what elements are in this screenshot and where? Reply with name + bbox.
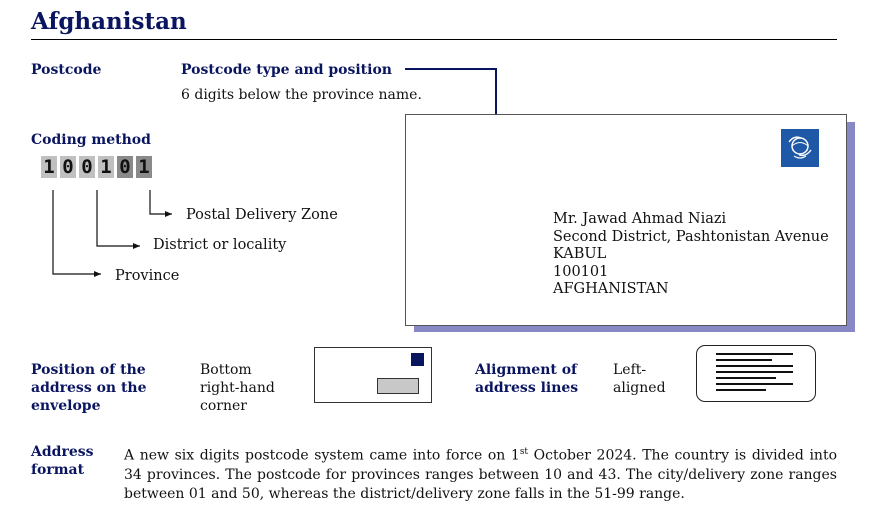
postcode-type-text: 6 digits below the province name. [181,87,422,103]
postcode-digit: 1 [98,156,114,178]
postcode-digit: 0 [117,156,133,178]
postcode-digit: 0 [60,156,76,178]
address-line: Second District, Pashtonistan Avenue [553,228,829,245]
coding-method-heading: Coding method [31,132,151,148]
position-value: Bottom right-hand corner [200,362,275,414]
alignment-lines-icon [696,345,816,402]
postcode-type-heading: Postcode type and position [181,62,392,78]
postcode-digit: 1 [41,156,57,178]
address-position-icon [377,378,419,394]
province-label: Province [115,268,180,284]
postcode-digit: 0 [79,156,95,178]
address-format-text: A new six digits postcode system came in… [124,447,837,502]
address-line: Mr. Jawad Ahmad Niazi [553,211,727,227]
page-title: Afghanistan [31,8,187,35]
postal-delivery-zone-label: Postal Delivery Zone [186,207,338,223]
address-block: Mr. Jawad Ahmad Niazi Second District, P… [553,211,829,299]
alignment-value: Left- aligned [613,362,666,396]
address-line: 100101 [553,263,609,280]
title-rule [31,39,837,40]
address-line: KABUL [553,246,607,262]
postcode-label: Postcode [31,62,102,78]
envelope [405,114,847,326]
alignment-heading: Alignment of address lines [475,362,579,396]
position-heading: Position of the address on the envelope [31,362,147,414]
postcode-digit: 1 [136,156,152,178]
address-format-heading: Address format [31,444,94,478]
stamp-icon [411,353,424,366]
upu-logo-icon [781,129,819,167]
address-line: AFGHANISTAN [553,281,669,297]
district-label: District or locality [153,237,287,253]
